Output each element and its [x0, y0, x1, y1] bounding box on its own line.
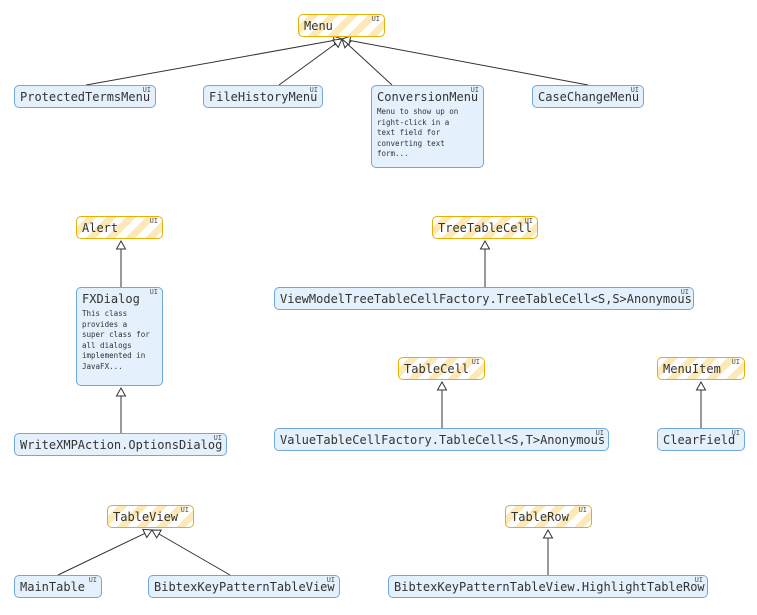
class-name: ProtectedTermsMenu [20, 90, 151, 104]
class-node-menu[interactable]: Menu UI [298, 14, 385, 37]
class-description: Menu to show up on right-click in a text… [377, 107, 459, 159]
class-name: TableCell [404, 362, 470, 376]
class-description: This class provides a super class for al… [82, 309, 150, 371]
class-node-conversion-menu[interactable]: ConversionMenu UI Menu to show up on rig… [371, 85, 484, 168]
ui-stereotype-tag: UI [149, 288, 158, 296]
inheritance-edge-line [85, 39, 335, 86]
class-node-protected-terms-menu[interactable]: ProtectedTermsMenu UI [14, 85, 156, 108]
inheritance-arrowhead [340, 35, 352, 46]
class-node-table-cell[interactable]: TableCell UI [398, 357, 485, 380]
class-name: ViewModelTreeTableCellFactory.TreeTableC… [280, 292, 692, 306]
ui-stereotype-tag: UI [180, 506, 189, 514]
ui-stereotype-tag: UI [680, 288, 689, 296]
inheritance-edge-line [57, 533, 146, 576]
class-name: TableRow [511, 510, 569, 524]
inheritance-arrowhead [542, 528, 554, 539]
ui-stereotype-tag: UI [470, 86, 479, 94]
class-name: ClearField [663, 433, 736, 447]
ui-stereotype-tag: UI [88, 576, 97, 584]
class-node-menu-item[interactable]: MenuItem UI [657, 357, 745, 380]
ui-stereotype-tag: UI [731, 358, 740, 366]
ui-stereotype-tag: UI [142, 86, 151, 94]
class-node-write-xmp-options-dialog[interactable]: WriteXMPAction.OptionsDialog UI [14, 433, 227, 456]
class-name: MainTable [20, 580, 86, 594]
class-name: MenuItem [663, 362, 721, 376]
class-node-case-change-menu[interactable]: CaseChangeMenu UI [532, 85, 644, 108]
inheritance-arrowhead [436, 380, 448, 391]
class-name: BibtexKeyPatternTableView.HighlightTable… [394, 580, 705, 594]
ui-stereotype-tag: UI [471, 358, 480, 366]
class-node-value-table-cell-anonymous[interactable]: ValueTableCellFactory.TableCell<S,T>Anon… [274, 428, 609, 451]
class-node-highlight-table-row[interactable]: BibtexKeyPatternTableView.HighlightTable… [388, 575, 708, 598]
inheritance-arrowhead [479, 239, 491, 250]
class-name: Alert [82, 221, 119, 235]
class-node-file-history-menu[interactable]: FileHistoryMenu UI [203, 85, 323, 108]
class-node-alert[interactable]: Alert UI [76, 216, 163, 239]
ui-stereotype-tag: UI [578, 506, 587, 514]
inheritance-arrowhead [331, 38, 343, 49]
class-name: Menu [304, 19, 333, 33]
class-name: FileHistoryMenu [209, 90, 318, 104]
class-node-main-table[interactable]: MainTable UI [14, 575, 102, 598]
class-node-fx-dialog[interactable]: FXDialog UI This class provides a super … [76, 287, 163, 386]
class-node-table-view[interactable]: TableView UI [107, 505, 194, 528]
ui-stereotype-tag: UI [731, 429, 740, 437]
ui-stereotype-tag: UI [326, 576, 335, 584]
class-name: ConversionMenu [377, 90, 479, 104]
class-name: TableView [113, 510, 179, 524]
ui-stereotype-tag: UI [630, 86, 639, 94]
ui-stereotype-tag: UI [524, 217, 533, 225]
inheritance-edge-line [349, 39, 589, 86]
ui-stereotype-tag: UI [149, 217, 158, 225]
ui-stereotype-tag: UI [694, 576, 703, 584]
inheritance-arrowhead [142, 528, 153, 539]
class-node-table-row[interactable]: TableRow UI [505, 505, 592, 528]
inheritance-edge-line [347, 44, 393, 86]
class-name: FXDialog [82, 292, 140, 306]
class-name: BibtexKeyPatternTableView [154, 580, 335, 594]
class-name: CaseChangeMenu [538, 90, 640, 104]
class-node-bibtex-key-pattern-table-view[interactable]: BibtexKeyPatternTableView UI [148, 575, 340, 598]
inheritance-arrowhead [115, 239, 127, 250]
class-node-view-model-tree-table-cell-anonymous[interactable]: ViewModelTreeTableCellFactory.TreeTableC… [274, 287, 694, 310]
class-name: ValueTableCellFactory.TableCell<S,T>Anon… [280, 433, 606, 447]
class-name: TreeTableCell [438, 221, 532, 235]
ui-stereotype-tag: UI [595, 429, 604, 437]
class-node-tree-table-cell[interactable]: TreeTableCell UI [432, 216, 538, 239]
class-name: WriteXMPAction.OptionsDialog [20, 438, 223, 452]
inheritance-edge-line [158, 533, 231, 576]
inheritance-edge-line [278, 43, 336, 86]
inheritance-arrowhead [115, 386, 127, 397]
ui-stereotype-tag: UI [213, 434, 222, 442]
ui-stereotype-tag: UI [371, 15, 380, 23]
ui-stereotype-tag: UI [309, 86, 318, 94]
inheritance-arrowhead [151, 529, 163, 539]
inheritance-arrowhead [695, 380, 707, 391]
class-node-clear-field[interactable]: ClearField UI [657, 428, 745, 451]
